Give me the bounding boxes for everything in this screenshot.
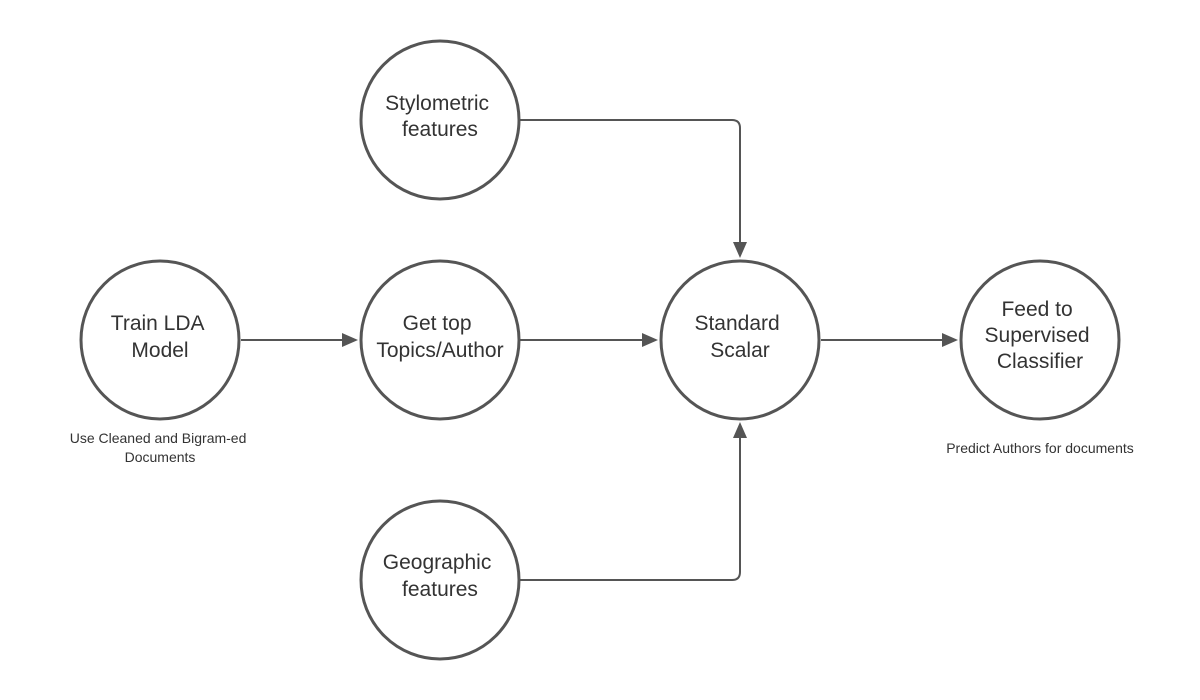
arrow-head-standard-scalar-top [733,242,747,258]
node-circle [659,259,821,421]
edges [241,119,958,581]
node-circle [359,499,521,661]
node-stylometric-features: Stylometric features [359,39,521,201]
arrow-head-standard-scalar-left [642,333,658,347]
node-feed-to-supervised-classifier: Feed to Supervised Classifier [959,259,1121,421]
node-label: Get top Topics/Author [376,312,503,362]
node-label: Train LDA Model [111,312,209,362]
node-circle [79,259,241,421]
arrow-head-feed [942,333,958,347]
node-circle [959,259,1121,421]
node-label: Feed to Supervised Classifier [985,298,1096,373]
arrow-head-get-top [342,333,358,347]
edge-geographic-to-standard-scalar [520,434,741,581]
node-train-lda-model: Train LDA Model [79,259,241,421]
node-label: Standard Scalar [694,312,785,362]
caption-train-lda: Use Cleaned and Bigram-ed Documents [70,430,251,465]
node-circle [359,39,521,201]
node-get-top-topics-author: Get top Topics/Author [359,259,521,421]
caption-feed: Predict Authors for documents [946,440,1134,456]
node-label: Stylometric features [385,92,495,141]
edge-stylometric-to-standard-scalar [520,119,741,246]
node-circle [359,259,521,421]
node-label: Geographic features [383,551,497,601]
node-standard-scalar: Standard Scalar [659,259,821,421]
node-geographic-features: Geographic features [359,499,521,661]
arrow-head-standard-scalar-bottom [733,422,747,438]
